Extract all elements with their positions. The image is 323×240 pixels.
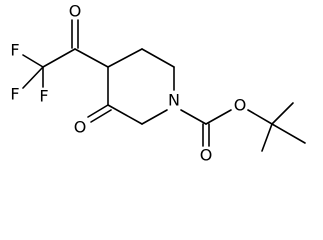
boc-group xyxy=(180,102,306,152)
bond-n-c2 xyxy=(141,109,168,125)
ring-ketone xyxy=(87,104,112,123)
bond-tbu-down xyxy=(261,123,273,152)
bond-n-carbamate xyxy=(180,109,207,125)
chemical-structure: O F F F O N O O xyxy=(10,2,306,165)
atom-o-ester: O xyxy=(234,96,247,115)
atom-f-bottom: F xyxy=(39,87,48,106)
atom-f-upper: F xyxy=(10,41,19,60)
bond-c4-c5 xyxy=(107,48,143,68)
bond-cf3-flower xyxy=(22,66,44,89)
atom-o-acyl: O xyxy=(69,2,82,21)
piperidine-ring xyxy=(107,48,175,125)
atom-o-ketone: O xyxy=(74,118,87,137)
atom-n-ring: N xyxy=(168,91,180,110)
bond-c2-c3 xyxy=(107,104,143,125)
atom-o-carbonyl: O xyxy=(200,146,213,165)
bond-ketone-double-b xyxy=(90,109,112,123)
bond-oester-tbu xyxy=(247,109,273,125)
bond-ketone-double-a xyxy=(87,104,109,118)
trifluoroacetyl-group xyxy=(22,19,109,89)
bond-c5-c6 xyxy=(141,48,175,68)
bond-carbamate-oester xyxy=(205,109,232,125)
bond-tbu-up xyxy=(271,102,294,125)
bond-cf3-fupper xyxy=(22,54,44,68)
bond-carbonyl-ring xyxy=(74,48,109,68)
atom-labels: O F F F O N O O xyxy=(10,2,246,165)
atom-f-lower: F xyxy=(10,85,19,104)
bond-tbu-right xyxy=(271,123,306,144)
bond-cf3-carbonyl xyxy=(42,48,76,68)
